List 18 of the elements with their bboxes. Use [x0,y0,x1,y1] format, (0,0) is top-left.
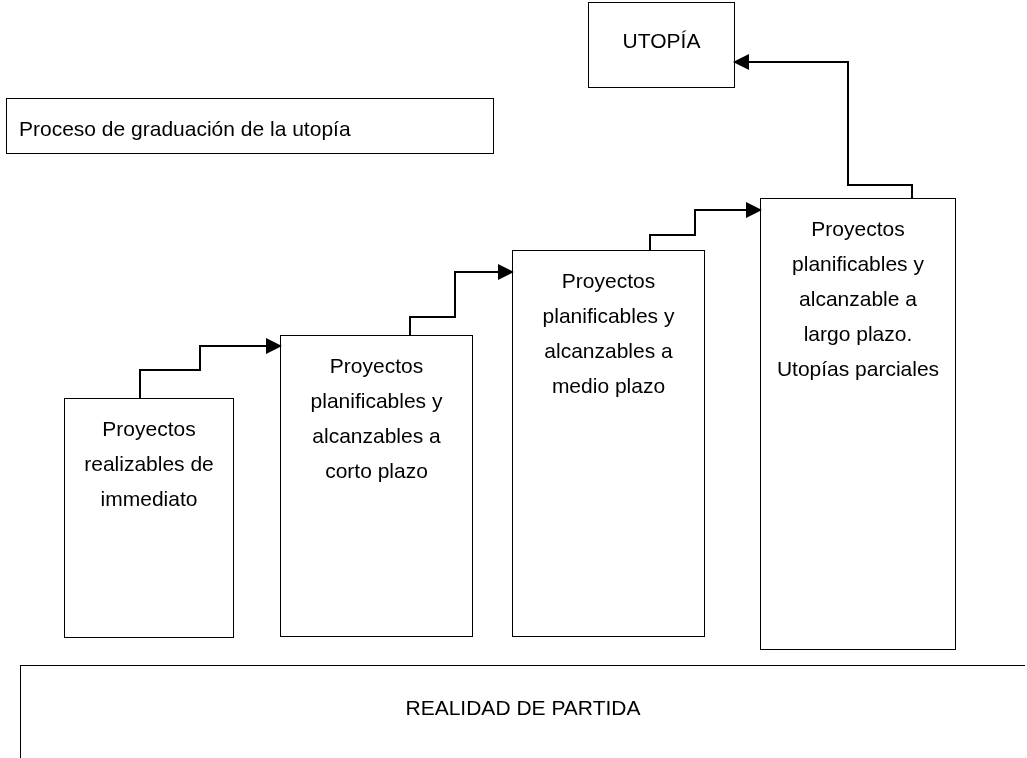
box-text: UTOPÍA [621,28,702,54]
goal-box [588,2,735,88]
box-text: Proyectos planificables y alcanzables a corto plazo [309,353,444,484]
box-text: Proyectos planificables y alcanzable a largo plazo. Utopías parciales [775,216,941,382]
step-box [760,198,956,650]
base-box [20,665,1025,758]
step-arrow [409,264,514,336]
step-arrow [649,202,762,251]
box-text: Proceso de graduación de la utopía [19,116,352,142]
box-text: REALIDAD DE PARTIDA [404,695,642,721]
step-box [64,398,234,638]
title-box [6,98,494,154]
step-box [512,250,705,637]
step-box [280,335,473,637]
box-text: Proyectos planificables y alcanzables a medio plazo [541,268,676,399]
step-arrow [139,338,282,399]
step-arrow [733,54,913,199]
box-text: Proyectos realizables de immediato [83,416,215,512]
